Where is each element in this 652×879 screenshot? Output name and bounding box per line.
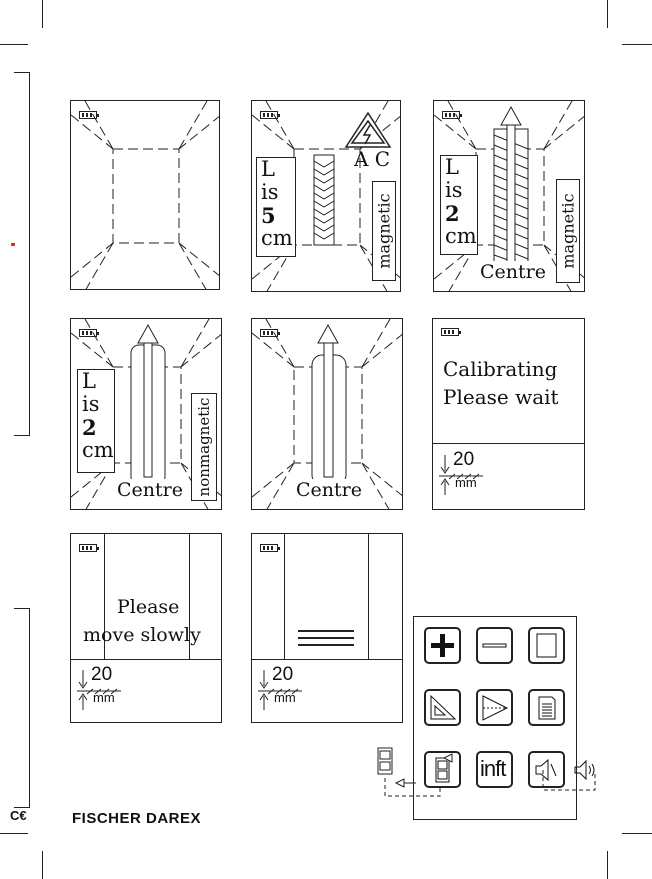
battery-icon bbox=[79, 544, 97, 552]
memory-button[interactable] bbox=[528, 689, 565, 726]
ruler-button[interactable] bbox=[424, 689, 461, 726]
centre-label: Centre bbox=[115, 479, 185, 501]
centre-label: Centre bbox=[478, 261, 548, 283]
move-slowly-text: move slowly bbox=[83, 624, 201, 646]
battery-icon bbox=[79, 329, 97, 337]
minus-icon bbox=[478, 629, 511, 662]
brand-logo: FISCHER DAREX bbox=[72, 810, 201, 827]
hatched-object bbox=[494, 107, 528, 273]
pipe-object bbox=[131, 325, 165, 485]
minus-button[interactable] bbox=[476, 627, 513, 664]
centre-label: Centre bbox=[294, 479, 364, 501]
margin-bracket bbox=[14, 72, 30, 436]
depth-indicator: 20 mm bbox=[258, 668, 304, 712]
callout-lines bbox=[360, 738, 652, 818]
room-grid bbox=[71, 101, 220, 290]
signal-bars bbox=[298, 630, 354, 646]
crop-mark bbox=[0, 833, 28, 834]
calibrating-text: Calibrating bbox=[443, 357, 557, 381]
crop-mark bbox=[42, 851, 43, 879]
angle-icon bbox=[478, 691, 511, 724]
battery-icon bbox=[260, 111, 278, 119]
screen-detected-lines: 20 mm bbox=[251, 533, 403, 723]
battery-icon bbox=[441, 328, 459, 336]
right-divider bbox=[368, 534, 369, 659]
plus-button[interactable] bbox=[424, 627, 461, 664]
margin-mark bbox=[11, 243, 15, 246]
please-wait-text: Please wait bbox=[443, 385, 559, 409]
depth-indicator: 20 mm bbox=[77, 668, 123, 712]
status-divider bbox=[71, 659, 222, 660]
battery-icon bbox=[260, 329, 278, 337]
mode-icon-external bbox=[378, 748, 392, 774]
screen-calibrating: Calibrating Please wait 20 mm bbox=[432, 318, 585, 510]
square-button[interactable] bbox=[528, 627, 565, 664]
material-type: magnetic bbox=[372, 181, 396, 281]
ruler-triangle-icon bbox=[426, 691, 459, 724]
battery-icon bbox=[442, 111, 460, 119]
ac-label: A C bbox=[354, 147, 390, 171]
speaker-on-icon bbox=[572, 758, 600, 782]
screen-centre: Centre bbox=[251, 318, 403, 510]
ce-mark: C€ bbox=[10, 808, 27, 823]
crop-mark bbox=[607, 0, 608, 28]
crop-mark bbox=[0, 44, 28, 45]
plus-icon bbox=[426, 629, 459, 662]
material-type: magnetic bbox=[556, 179, 580, 283]
depth-indicator: 20 mm bbox=[439, 453, 485, 497]
hatched-object bbox=[314, 155, 334, 245]
pipe-object bbox=[312, 325, 346, 485]
screen-move-slowly: Please move slowly 20 mm bbox=[70, 533, 222, 723]
crop-mark bbox=[42, 0, 43, 28]
battery-icon bbox=[260, 544, 278, 552]
status-divider bbox=[252, 659, 403, 660]
square-icon bbox=[530, 629, 563, 662]
crop-mark bbox=[622, 44, 652, 45]
status-divider bbox=[433, 443, 585, 444]
memory-icon bbox=[530, 691, 563, 724]
please-text: Please bbox=[117, 596, 179, 618]
material-type: nonmagnetic bbox=[191, 393, 217, 501]
left-divider bbox=[284, 534, 285, 659]
margin-bracket bbox=[14, 608, 30, 808]
crop-mark bbox=[622, 833, 652, 834]
angle-button[interactable] bbox=[476, 689, 513, 726]
screen-empty bbox=[70, 100, 220, 290]
crop-mark bbox=[607, 851, 608, 879]
